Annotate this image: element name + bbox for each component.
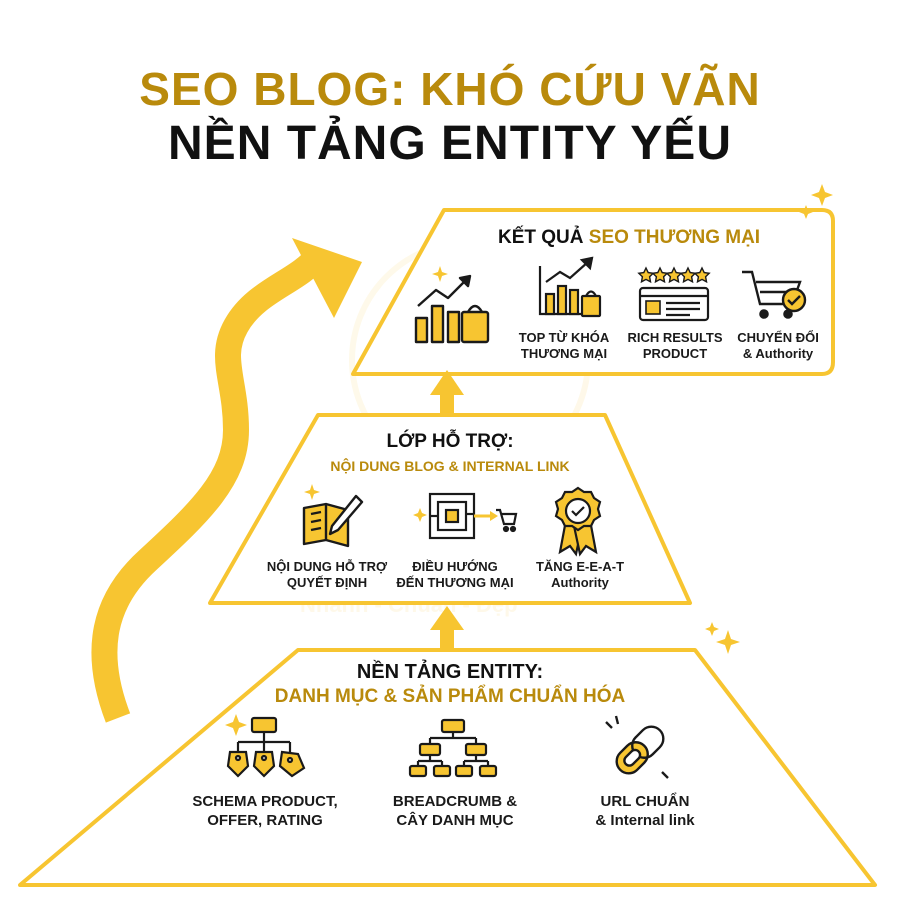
page-title-line-2: NỀN TẢNG ENTITY YẾU <box>168 117 732 170</box>
label-line: PRODUCT <box>642 346 708 361</box>
top-tier-item-1-label: TOP TỪ KHÓA THƯƠNG MẠI <box>514 330 614 362</box>
label-line: URL CHUẨN <box>600 793 690 810</box>
middle-tier-subheading: NỘI DUNG BLOG & INTERNAL LINK <box>330 458 570 474</box>
bottom-tier-item-1-label: SCHEMA PRODUCT, OFFER, RATING <box>180 792 350 830</box>
book-pen-icon <box>302 494 364 548</box>
bottom-tier-subheading: DANH MỤC & SẢN PHẨM CHUẨN HÓA <box>274 686 626 707</box>
label-line: TOP TỪ KHÓA <box>518 330 610 345</box>
bottom-tier-heading: NỀN TẢNG ENTITY: <box>356 661 544 683</box>
label-line: ĐIỀU HƯỚNG <box>412 559 498 574</box>
middle-tier-item-1-label: NỘI DUNG HỖ TRỢ QUYẾT ĐỊNH <box>262 559 392 591</box>
chain-link-icon <box>605 715 669 779</box>
top-tier-heading-highlight: SEO THƯƠNG MẠI <box>588 227 761 248</box>
label-line: THƯƠNG MẠI <box>520 346 608 361</box>
label-line: & Authority <box>742 346 814 361</box>
top-tier-heading-prefix: KẾT QUẢ <box>498 227 584 248</box>
growth-arrow <box>91 238 362 723</box>
breadcrumb-tree-icon <box>408 718 498 778</box>
cart-badge-icon <box>742 270 807 319</box>
label-line: CÂY DANH MỤC <box>396 812 514 829</box>
page-title-line-1: SEO BLOG: KHÓ CỨU VÃN <box>139 63 761 115</box>
schema-tags-icon <box>226 716 306 778</box>
top-tier-heading: KẾT QUẢ SEO THƯƠNG MẠI <box>498 227 808 249</box>
bottom-tier-item-2-label: BREADCRUMB & CÂY DANH MỤC <box>375 792 535 830</box>
award-badge-icon <box>554 486 602 557</box>
label-line: RICH RESULTS <box>627 330 723 345</box>
rich-results-rating-icon <box>637 266 711 322</box>
bottom-tier-item-3-label: URL CHUẨN & Internal link <box>575 792 715 830</box>
middle-tier-heading: LỚP HỖ TRỢ: <box>386 431 514 452</box>
label-line: TĂNG E-E-A-T <box>535 559 625 574</box>
label-line: Authority <box>551 575 609 590</box>
growth-chart-shopping-bag-icon <box>414 274 490 344</box>
up-arrow-bottom-to-middle <box>430 606 464 650</box>
sparkle-icons <box>225 184 833 736</box>
label-line: & Internal link <box>595 812 695 829</box>
top-tier-item-3-label: CHUYỂN ĐỔI & Authority <box>728 330 828 362</box>
keyword-growth-icon <box>538 256 602 318</box>
label-line: ĐẾN THƯƠNG MẠI <box>396 575 514 590</box>
middle-tier-item-2-label: ĐIỀU HƯỚNG ĐẾN THƯƠNG MẠI <box>395 559 515 591</box>
label-line: CHUYỂN ĐỔI <box>737 330 819 345</box>
top-tier-item-2-label: RICH RESULTS PRODUCT <box>620 330 730 362</box>
maze-cart-icon <box>428 492 518 540</box>
label-line: BREADCRUMB & <box>392 793 518 810</box>
label-line: NỘI DUNG HỖ TRỢ <box>266 559 388 574</box>
label-line: SCHEMA PRODUCT, <box>192 793 338 810</box>
label-line: OFFER, RATING <box>207 812 323 829</box>
middle-tier-item-3-label: TĂNG E-E-A-T Authority <box>530 559 630 591</box>
up-arrow-middle-to-top <box>430 370 464 415</box>
label-line: QUYẾT ĐỊNH <box>286 575 368 590</box>
